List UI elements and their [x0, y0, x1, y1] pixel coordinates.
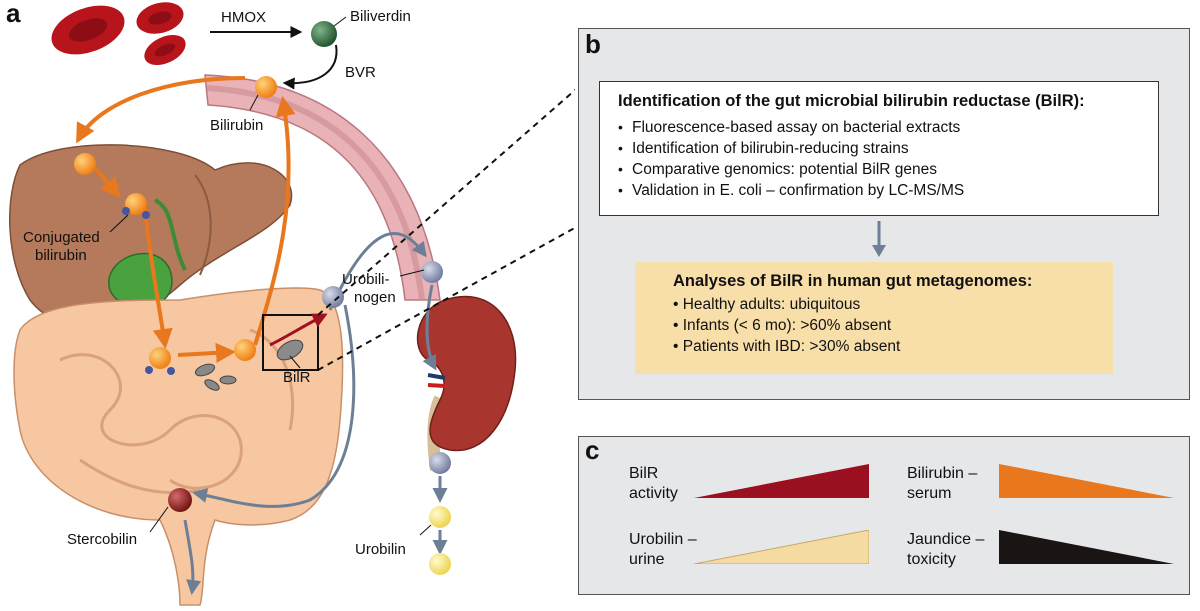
- biliverdin-label: Biliverdin: [350, 8, 411, 25]
- jaundice-toxicity-label-2: toxicity: [907, 551, 956, 568]
- bilr-activity-label-1: BilR: [629, 465, 659, 482]
- zoom-connector-top: [317, 88, 575, 316]
- panel-c-letter: c: [585, 435, 600, 465]
- bilirubin-label: Bilirubin: [210, 117, 264, 134]
- analyses-item: • Infants (< 6 mo): >60% absent: [673, 317, 892, 334]
- down-arrow-icon: [872, 221, 886, 257]
- urobilinogen-label-2: nogen: [354, 289, 396, 306]
- identification-item: Fluorescence-based assay on bacterial ex…: [618, 117, 1144, 138]
- analyses-item: • Healthy adults: ubiquitous: [673, 296, 861, 313]
- jaundice-toxicity-trend-icon: [999, 530, 1174, 564]
- bilirubin-serum-label-1: Bilirubin –: [907, 465, 978, 482]
- bilr-activity-label-2: activity: [629, 485, 678, 502]
- urobilin-molecule-icon: [429, 506, 451, 528]
- conjugated-bilirubin-label-1: Conjugated: [23, 229, 100, 246]
- identification-item: Identification of bilirubin-reducing str…: [618, 138, 1144, 159]
- panel-a-letter: a: [6, 0, 21, 28]
- hmox-label: HMOX: [221, 9, 266, 26]
- biliverdin-molecule-icon: [311, 21, 337, 47]
- stercobilin-label: Stercobilin: [67, 531, 138, 548]
- bilirubin-serum-trend-icon: [999, 464, 1174, 498]
- bilirubin-molecule-icon: [255, 76, 277, 98]
- bacterium-icon: [276, 339, 304, 361]
- urobilin-urine-trend-icon: [694, 530, 869, 564]
- stercobilin-molecule-icon: [168, 488, 192, 512]
- urobilin-label: Urobilin: [355, 541, 406, 558]
- bilirubin-gut-icon: [234, 339, 256, 361]
- zoom-connector-bottom: [317, 226, 575, 371]
- bilr-highlight-box: [262, 314, 319, 371]
- urobilinogen-label-1: Urobili-: [342, 271, 390, 288]
- urobilinogen-kidney-icon: [429, 452, 451, 474]
- conjugated-bilirubin-icon: [125, 193, 147, 215]
- bilirubin-serum-label-2: serum: [907, 485, 952, 502]
- identification-item: Comparative genomics: potential BilR gen…: [618, 159, 1144, 180]
- identification-box: Identification of the gut microbial bili…: [599, 81, 1159, 216]
- pathway-illustration: [9, 2, 575, 606]
- red-blood-cells-icon: [51, 2, 186, 66]
- panel-b-letter: b: [585, 29, 601, 59]
- bvr-label: BVR: [345, 64, 376, 81]
- bilr-activity-trend-icon: [694, 464, 869, 498]
- identification-item: Validation in E. coli – confirmation by …: [618, 180, 1144, 201]
- kidney-icon: [416, 295, 517, 452]
- urobilin-urine-label-1: Urobilin –: [629, 531, 697, 548]
- analyses-item: • Patients with IBD: >30% absent: [673, 338, 901, 355]
- urobilin-excreted-icon: [429, 553, 451, 575]
- urobilinogen-blood-icon: [421, 261, 443, 283]
- urobilinogen-gut-icon: [322, 286, 344, 308]
- liver-icon: [9, 144, 293, 326]
- identification-title: Identification of the gut microbial bili…: [618, 92, 1085, 110]
- panel-b: b Identification of the gut microbial bi…: [578, 28, 1190, 400]
- conjugated-bilirubin-label-2: bilirubin: [35, 247, 87, 264]
- urobilin-urine-label-2: urine: [629, 551, 665, 568]
- jaundice-toxicity-label-1: Jaundice –: [907, 531, 985, 548]
- bilirubin-liver-icon: [74, 153, 96, 175]
- conjugated-bilirubin-gut-icon: [149, 347, 171, 369]
- analyses-title: Analyses of BilR in human gut metagenome…: [673, 272, 1033, 290]
- panel-c: c BilR activity Bilirubin – serum Urobil…: [578, 435, 1190, 595]
- bilr-label: BilR: [283, 369, 311, 386]
- analyses-box: Analyses of BilR in human gut metagenome…: [635, 262, 1113, 374]
- intestine-icon: [13, 287, 344, 606]
